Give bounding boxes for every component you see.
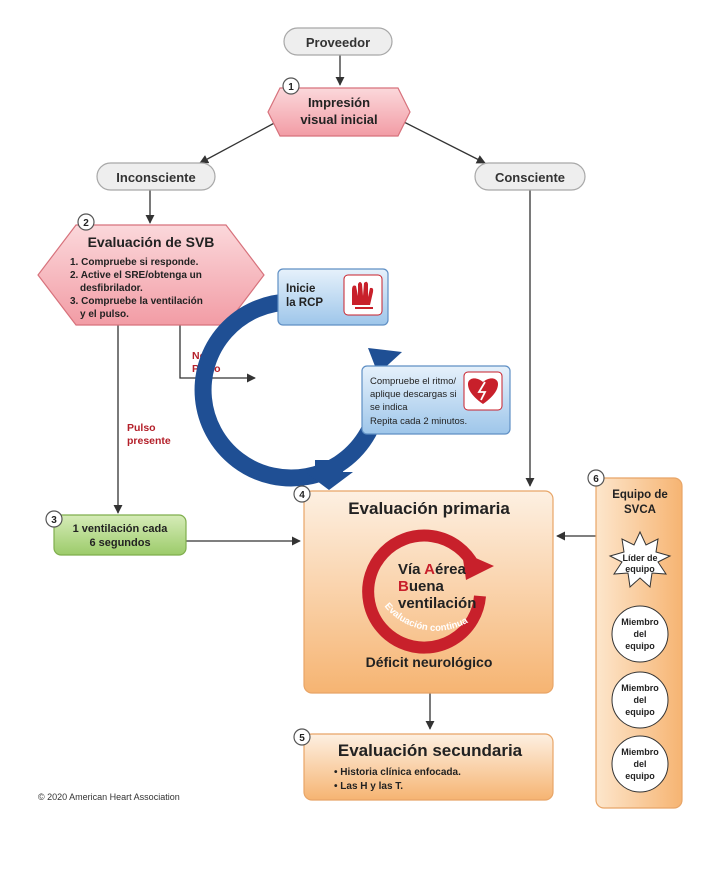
copyright-text: © 2020 American Heart Association <box>38 792 180 802</box>
breathing-line: Buena <box>398 578 445 595</box>
step-number-2: 2 <box>77 213 95 231</box>
bls-title: Evaluación de SVB <box>88 234 215 250</box>
acls-title-line1: Equipo de <box>612 489 668 501</box>
start-cpr-line2: la RCP <box>286 297 323 309</box>
cpr-down-arrow <box>305 460 353 490</box>
bls-item-1: 1. Compruebe si responde. <box>70 257 199 268</box>
bls-item-3b: y el pulso. <box>80 309 129 320</box>
svg-text:equipo: equipo <box>625 641 655 651</box>
team-member-1: Miembro del equipo <box>611 605 669 663</box>
check-rhythm-line4: Repita cada 2 minutos. <box>370 416 467 427</box>
bls-item-3: 3. Compruebe la ventilación <box>70 296 203 307</box>
cpr-arc-text: Comprimir fuerte • Comprimir rápido <box>0 0 291 437</box>
svg-text:2: 2 <box>83 218 89 229</box>
start-cpr-box: Inicie la RCP <box>277 268 389 326</box>
connectors <box>113 55 596 730</box>
check-rhythm-line3: se indica <box>370 402 408 413</box>
initial-impression-line2: visual inicial <box>300 112 377 127</box>
secondary-item-1: • Historia clínica enfocada. <box>334 767 461 778</box>
step-number-4: 4 <box>293 485 311 503</box>
svg-text:1: 1 <box>288 82 294 93</box>
provider-node: Proveedor <box>283 27 393 56</box>
primary-assessment-node: Evaluación primaria Evaluación continua … <box>303 490 554 694</box>
svg-text:del: del <box>633 695 646 705</box>
acls-team-node: Equipo de SVCA Líder de equipo Miembro d… <box>595 477 683 809</box>
pulse-present-label-2: presente <box>127 435 171 447</box>
team-leader: Líder de equipo <box>608 530 672 588</box>
provider-label: Proveedor <box>306 35 370 50</box>
team-member-2: Miembro del equipo <box>611 671 669 729</box>
continuous-arc-arrowhead <box>462 552 494 580</box>
unconscious-label: Inconsciente <box>116 170 195 185</box>
check-rhythm-box: Compruebe el ritmo/ aplique descargas si… <box>361 365 511 435</box>
bls-assessment-node: Evaluación de SVB 1. Compruebe si respon… <box>37 224 265 326</box>
ventilation-node: 1 ventilación cada 6 segundos <box>53 514 187 556</box>
step-number-1: 1 <box>282 77 300 95</box>
bls-item-2: 2. Active el SRE/obtenga un <box>70 270 202 281</box>
unconscious-node: Inconsciente <box>96 162 216 191</box>
svg-text:Miembro: Miembro <box>621 617 659 627</box>
check-rhythm-line2: aplique descargas si <box>370 389 457 400</box>
svg-text:4: 4 <box>299 490 305 501</box>
ventilation-line1: 1 ventilación cada <box>73 523 169 535</box>
team-leader-line1: Líder de <box>622 553 657 563</box>
secondary-title: Evaluación secundaria <box>338 741 523 760</box>
svg-text:6: 6 <box>593 474 599 485</box>
check-rhythm-line1: Compruebe el ritmo/ <box>370 376 456 387</box>
aed-heart-icon <box>463 371 503 411</box>
step-number-3: 3 <box>45 510 63 528</box>
svg-text:del: del <box>633 759 646 769</box>
neuro-deficit-label: Déficit neurológico <box>366 654 493 670</box>
cpr-hands-icon <box>343 274 383 316</box>
svg-text:3: 3 <box>51 515 57 526</box>
acls-title-line2: SVCA <box>624 504 656 516</box>
primary-title: Evaluación primaria <box>348 499 510 518</box>
svg-text:del: del <box>633 629 646 639</box>
initial-impression-line1: Impresión <box>308 95 370 110</box>
team-leader-line2: equipo <box>625 564 655 574</box>
airway-line: Vía Aérea <box>398 561 467 578</box>
conscious-label: Consciente <box>495 170 565 185</box>
bls-item-2b: desfibrilador. <box>80 283 143 294</box>
svg-text:equipo: equipo <box>625 707 655 717</box>
step-number-5: 5 <box>293 728 311 746</box>
secondary-assessment-node: Evaluación secundaria • Historia clínica… <box>303 733 554 801</box>
step-number-6: 6 <box>587 469 605 487</box>
pulse-present-label-1: Pulso <box>127 422 156 434</box>
svg-text:equipo: equipo <box>625 771 655 781</box>
svg-text:5: 5 <box>299 733 305 744</box>
ventilation-line2: 6 segundos <box>89 537 150 549</box>
secondary-item-2: • Las H y las T. <box>334 781 403 792</box>
team-member-3: Miembro del equipo <box>611 735 669 793</box>
svg-text:Miembro: Miembro <box>621 683 659 693</box>
conscious-node: Consciente <box>474 162 586 191</box>
start-cpr-line1: Inicie <box>286 283 315 295</box>
svg-text:Miembro: Miembro <box>621 747 659 757</box>
initial-impression-node: Impresión visual inicial <box>267 87 411 137</box>
breathing-line2: ventilación <box>398 595 476 612</box>
